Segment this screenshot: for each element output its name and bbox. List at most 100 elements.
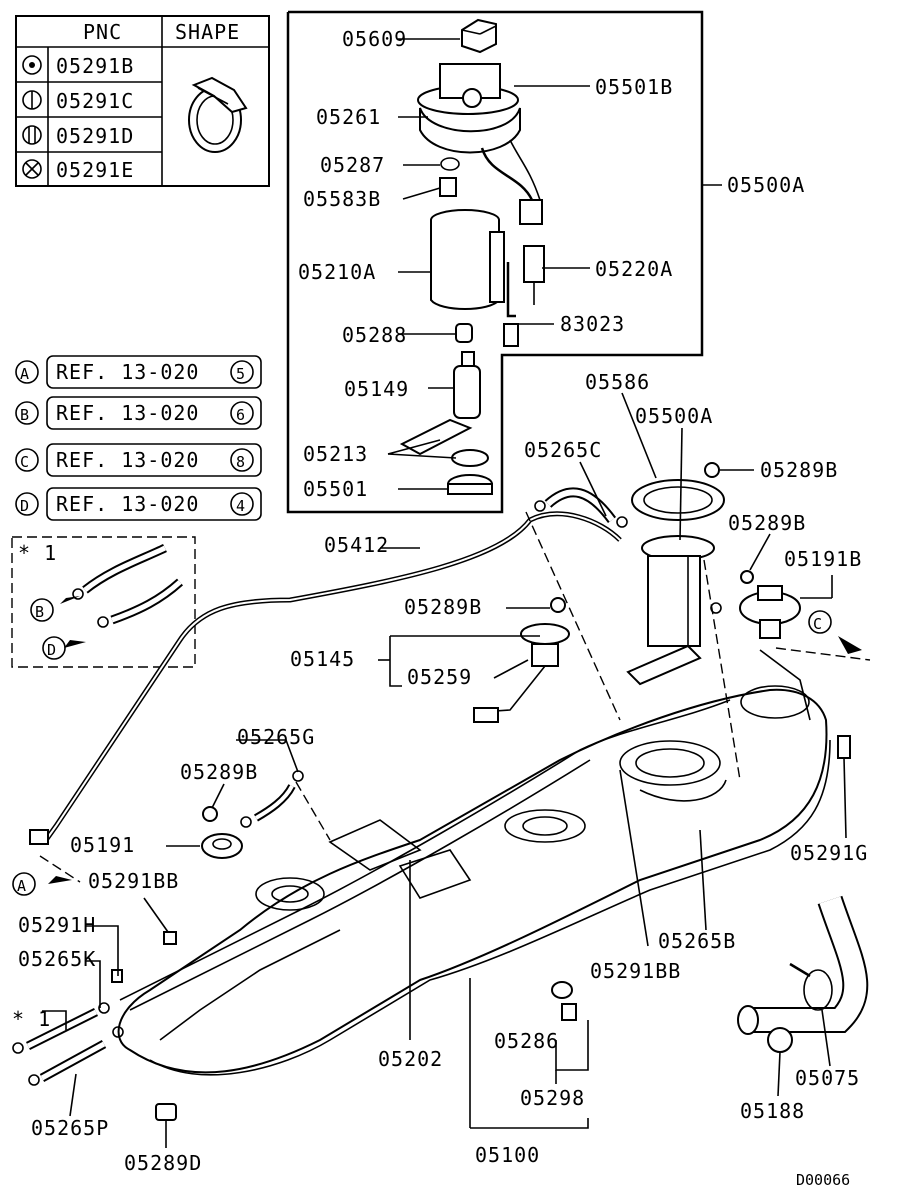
reference-a: A REF. 13-020 5	[15, 355, 262, 389]
reference-d: D REF. 13-020 4	[15, 487, 262, 521]
callout-a-label: A	[17, 877, 26, 895]
sender-05191B	[739, 570, 801, 639]
arrow-b-icon	[60, 596, 80, 604]
hose-clamp-shape	[188, 76, 248, 153]
reference-c: C REF. 13-020 8	[15, 443, 262, 477]
svg-text:5: 5	[236, 365, 245, 383]
label-05265P: 05265P	[31, 1116, 109, 1140]
callout-c-label: C	[813, 615, 822, 633]
svg-text:D: D	[20, 497, 29, 515]
reference-b: B REF. 13-020 6	[15, 396, 262, 430]
label-05412: 05412	[324, 533, 389, 557]
legend-header-pnc: PNC	[83, 20, 122, 44]
hose-inset-note: * 1 B D	[11, 536, 196, 668]
fuel-line-05412	[29, 511, 622, 845]
svg-text:A: A	[20, 365, 29, 383]
label-05213: 05213	[303, 442, 368, 466]
svg-text:C: C	[20, 453, 29, 471]
label-05583B: 05583B	[303, 187, 381, 211]
svg-text:6: 6	[236, 406, 245, 424]
bolts-05286-05298	[551, 981, 577, 1021]
label-05149: 05149	[344, 377, 409, 401]
hose-05265C	[534, 487, 628, 528]
label-star-1: * 1	[12, 1007, 51, 1031]
label-05265G: 05265G	[237, 725, 315, 749]
cap-05191	[201, 770, 304, 859]
circle-cross-icon	[22, 159, 42, 179]
label-05075: 05075	[795, 1066, 860, 1090]
diagram-id: D00066	[796, 1171, 850, 1187]
svg-text:REF. 13-020: REF. 13-020	[56, 492, 199, 516]
label-05291H: 05291H	[18, 913, 96, 937]
label-05261: 05261	[316, 105, 381, 129]
circle-bar-icon	[22, 90, 42, 110]
label-05145: 05145	[290, 647, 355, 671]
legend-pnc-3: 05291D	[56, 124, 134, 148]
label-05609: 05609	[342, 27, 407, 51]
pump-assembly-lower	[626, 462, 725, 686]
clamp-05291G	[837, 735, 851, 759]
label-05202: 05202	[378, 1047, 443, 1071]
plug-05289D	[155, 1103, 177, 1148]
label-05289B-a: 05289B	[760, 458, 838, 482]
inset-arrow-d-label: D	[47, 641, 56, 659]
pump-module-parts	[399, 18, 545, 495]
label-05191B: 05191B	[784, 547, 862, 571]
svg-text:REF. 13-020: REF. 13-020	[56, 360, 199, 384]
label-05586: 05586	[585, 370, 650, 394]
label-05291BB-a: 05291BB	[88, 869, 179, 893]
label-05265B: 05265B	[658, 929, 736, 953]
svg-text:4: 4	[236, 497, 245, 515]
label-05191: 05191	[70, 833, 135, 857]
callout-arrows: A C	[12, 610, 862, 896]
label-05289B-c: 05289B	[404, 595, 482, 619]
label-05288: 05288	[342, 323, 407, 347]
label-05259: 05259	[407, 665, 472, 689]
label-05265K: 05265K	[18, 947, 96, 971]
reference-list: A REF. 13-020 5 B REF. 13-020 6 C REF. 1…	[15, 355, 262, 521]
label-05188: 05188	[740, 1099, 805, 1123]
label-83023: 83023	[560, 312, 625, 336]
arrow-c-icon	[838, 636, 862, 654]
label-05298: 05298	[520, 1086, 585, 1110]
legend-pnc-2: 05291C	[56, 89, 134, 113]
leader-lines	[42, 392, 847, 1129]
label-05289B-b: 05289B	[728, 511, 806, 535]
arrow-a-icon	[48, 876, 72, 884]
svg-text:REF. 13-020: REF. 13-020	[56, 401, 199, 425]
inset-star-label: * 1	[18, 541, 57, 565]
label-05501B: 05501B	[595, 75, 673, 99]
circle-double-bar-icon	[22, 125, 42, 145]
label-05220A: 05220A	[595, 257, 673, 281]
label-05501: 05501	[303, 477, 368, 501]
label-05289B-d: 05289B	[180, 760, 258, 784]
legend-pnc-4: 05291E	[56, 158, 134, 182]
left-hoses	[12, 931, 177, 1086]
pnc-shape-legend: PNC SHAPE 05291B 05291C 05291D 05291E	[15, 15, 270, 187]
svg-text:8: 8	[236, 453, 245, 471]
legend-header-shape: SHAPE	[175, 20, 240, 44]
label-05100: 05100	[475, 1143, 540, 1167]
label-05289D: 05289D	[124, 1151, 202, 1175]
label-05210A: 05210A	[298, 260, 376, 284]
alignment-lines	[39, 511, 871, 883]
legend-pnc-1: 05291B	[56, 54, 134, 78]
label-05265C: 05265C	[524, 438, 602, 462]
svg-text:REF. 13-020: REF. 13-020	[56, 448, 199, 472]
fuel-pump-module-box	[286, 10, 722, 514]
label-05286: 05286	[494, 1029, 559, 1053]
svg-text:B: B	[20, 406, 29, 424]
label-05500A-box: 05500A	[727, 173, 805, 197]
arrow-d-icon	[64, 640, 86, 648]
sender-05145	[473, 597, 570, 723]
inset-arrow-b-label: B	[35, 603, 44, 621]
label-05291G: 05291G	[790, 841, 868, 865]
filler-hose-05075	[737, 895, 869, 1053]
label-05500A: 05500A	[635, 404, 713, 428]
label-05291BB-b: 05291BB	[590, 959, 681, 983]
part-labels: 05609 05501B 05261 05287 05583B 05500A 0…	[12, 27, 868, 1187]
label-05287: 05287	[320, 153, 385, 177]
circle-dot-icon	[22, 55, 42, 75]
fuel-tank-05100	[117, 649, 831, 1076]
